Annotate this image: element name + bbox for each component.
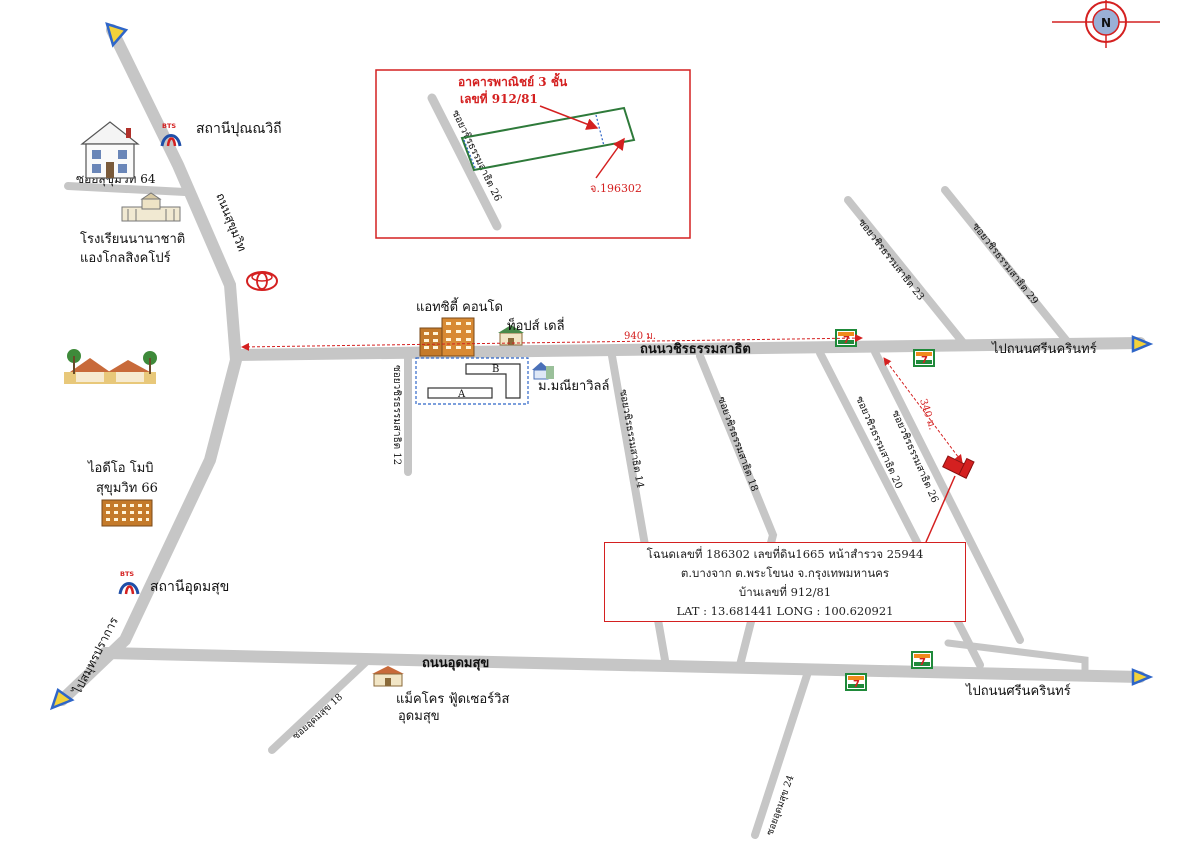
- road-soi-sukhumvit-64: [64, 182, 189, 196]
- label-condo: แอทซิตี้ คอนโด: [416, 297, 503, 315]
- label-makro-line2: อุดมสุข: [398, 709, 440, 724]
- distance-line-main: [241, 334, 863, 351]
- label-soi-udomsuk-18: ซอยอุดมสุข 18: [291, 692, 345, 743]
- road-connector: [944, 639, 1089, 679]
- label-to-srinakarin-bottom: ไปถนนศรีนครินทร์: [965, 683, 1071, 699]
- inset-label-deed: จ.196302: [590, 182, 642, 195]
- inset-pointer-deed: [595, 137, 625, 179]
- inset-label-house-no: เลขที่ 912/81: [460, 90, 538, 106]
- road-network: [56, 24, 1146, 839]
- inset-parcel-front: [463, 139, 477, 171]
- label-school-line2: แองโกลสิงคโปร์: [80, 250, 171, 266]
- inset-label-building: อาคารพาณิชย์ 3 ชั้น: [458, 72, 568, 89]
- building-block-a: [427, 387, 493, 399]
- compass-label: N: [1101, 16, 1111, 30]
- info-line-coordinates: LAT : 13.681441 LONG : 100.620921: [676, 604, 894, 618]
- road-udomsuk: [99, 647, 1146, 683]
- school-icon: [121, 192, 181, 222]
- label-soi-29: ซอยวชิรธรรมสาธิต 29: [970, 221, 1040, 307]
- distance-line-soi: [883, 357, 963, 463]
- info-line-deed: โฉนดเลขที่ 186302 เลขที่ดิน1665 หน้าสำรว…: [646, 547, 924, 561]
- label-manee-villa: ม.มณียาวิลล์: [538, 378, 609, 394]
- info-line-house-no: บ้านเลขที่ 912/81: [738, 585, 832, 599]
- pointer-line-target: [925, 475, 956, 543]
- label-udomsuk: ถนนอุดมสุข: [422, 656, 489, 671]
- label-school-line1: โรงเรียนนานาชาติ: [80, 231, 185, 247]
- svg-text:BTS: BTS: [120, 570, 134, 578]
- road-soi-udomsuk-24: [751, 668, 812, 839]
- label-watcharathammasathit: ถนนวชิรธรรมสาธิต: [640, 342, 751, 357]
- seven-eleven-icon: 7: [913, 349, 935, 367]
- label-block-a: A: [457, 389, 466, 400]
- svg-text:7: 7: [921, 355, 928, 366]
- label-soi-12: ซอยวชิรธรรมสาธิต 12: [391, 365, 402, 465]
- road-soi-udomsuk-18: [268, 656, 372, 754]
- label-ideo-line1: ไอดีโอ โมบิ: [87, 460, 154, 476]
- label-soi-18: ซอยวชิรธรรมสาธิต 18: [715, 395, 760, 493]
- property-info-box: โฉนดเลขที่ 186302 เลขที่ดิน1665 หน้าสำรว…: [604, 542, 966, 622]
- info-line-location: ต.บางจาก ต.พระโขนง จ.กรุงเทพมหานคร: [680, 566, 890, 580]
- direction-arrow-south-west: [49, 687, 75, 711]
- bts-icon-punnawithi: BTS: [160, 122, 182, 147]
- direction-arrow-north-west: [105, 22, 129, 48]
- label-distance-soi: 340 ม.: [917, 398, 937, 432]
- label-block-b: B: [492, 364, 499, 375]
- condo-icon: [419, 317, 475, 357]
- svg-text:7: 7: [853, 679, 860, 690]
- label-distance-main: 940 ม.: [624, 331, 656, 342]
- svg-text:7: 7: [843, 335, 850, 346]
- label-tops-daily: ท็อปส์ เดลี่: [507, 316, 565, 334]
- inset-soi-road: [427, 93, 502, 231]
- direction-arrow-east-top: [1131, 335, 1154, 353]
- road-soi-23: [844, 196, 969, 349]
- house-icon: [80, 121, 140, 179]
- label-ideo-line2: สุขุมวิท 66: [96, 481, 158, 496]
- village-icon: [64, 349, 157, 384]
- bts-icon-udomsuk: BTS: [118, 570, 140, 595]
- inset-pointer-building: [539, 105, 599, 130]
- ideo-condo-icon: [101, 499, 153, 527]
- label-makro-line1: แม็คโคร ฟู้ดเซอร์วิส: [396, 689, 509, 707]
- label-soi-23: ซอยวชิรธรรมสาธิต 23: [856, 217, 926, 303]
- direction-arrow-east-bottom: [1131, 668, 1154, 686]
- village-house-icon: [532, 362, 554, 380]
- toyota-logo-icon: [246, 271, 278, 291]
- makro-icon: [372, 666, 404, 687]
- label-to-srinakarin-top: ไปถนนศรีนครินทร์: [991, 341, 1097, 357]
- road-soi-29: [941, 186, 1074, 349]
- svg-text:BTS: BTS: [162, 122, 176, 130]
- building-block-b: [465, 363, 521, 399]
- target-building-marker-icon: [942, 455, 975, 479]
- project-site-boundary: [415, 357, 529, 405]
- label-bts-punnawithi: สถานีปุณณวิถี: [196, 121, 282, 137]
- seven-eleven-icon: 7: [845, 673, 867, 691]
- label-bts-udomsuk: สถานีอุดมสุข: [150, 579, 229, 595]
- svg-text:7: 7: [919, 657, 926, 668]
- seven-eleven-icon: 7: [911, 651, 933, 669]
- compass-icon: N: [1052, 0, 1160, 48]
